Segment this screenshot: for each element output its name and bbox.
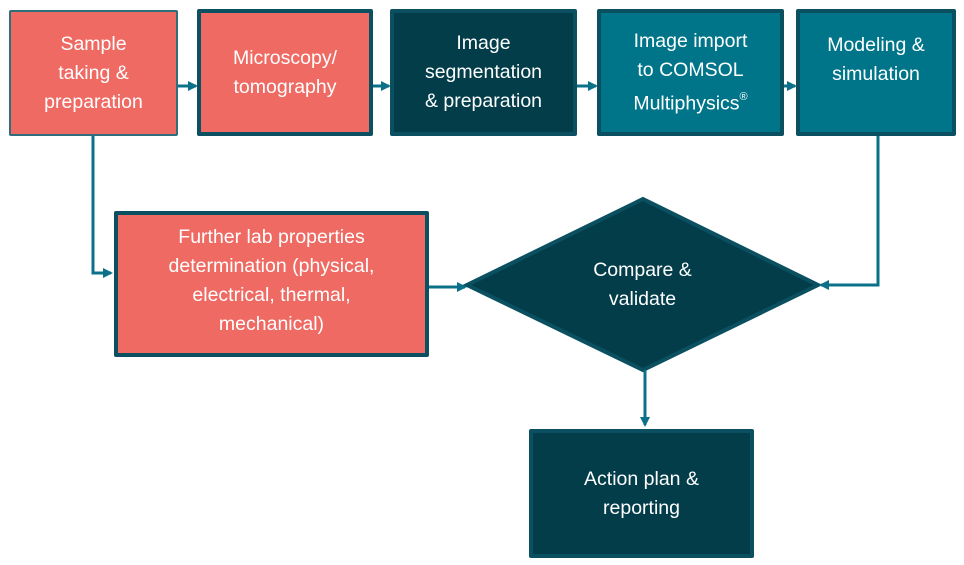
registered-mark: ®	[739, 90, 748, 103]
node-label: Image import to COMSOL Multiphysics®	[633, 27, 747, 119]
node-sample-taking[interactable]: Sample taking & preparation	[9, 10, 178, 136]
node-label: Further lab properties determination (ph…	[168, 226, 375, 335]
node-further-lab-properties[interactable]: Further lab properties determination (ph…	[114, 211, 429, 357]
node-label: Compare & validate	[593, 258, 692, 310]
node-action-plan[interactable]: Action plan & reporting	[529, 429, 754, 558]
compare-diamond-shape[interactable]	[462, 196, 823, 373]
node-image-import[interactable]: Image import to COMSOL Multiphysics®	[597, 9, 784, 136]
node-label-main: Image import to COMSOL Multiphysics	[633, 29, 748, 115]
node-label: Sample taking & preparation	[44, 32, 143, 113]
node-compare-validate[interactable]: Compare & validate	[467, 199, 818, 370]
edge-sample-to-lab	[91, 136, 113, 278]
node-microscopy[interactable]: Microscopy/ tomography	[197, 9, 373, 136]
node-image-segmentation[interactable]: Image segmentation & preparation	[390, 9, 577, 136]
node-label: Microscopy/ tomography	[232, 46, 338, 98]
node-label: Modeling & simulation	[827, 33, 925, 85]
node-label: Action plan & reporting	[584, 467, 699, 519]
node-modeling-simulation[interactable]: Modeling & simulation	[796, 9, 956, 136]
edge-modeling-to-compare	[819, 136, 880, 290]
node-label: Image segmentation & preparation	[424, 32, 543, 112]
